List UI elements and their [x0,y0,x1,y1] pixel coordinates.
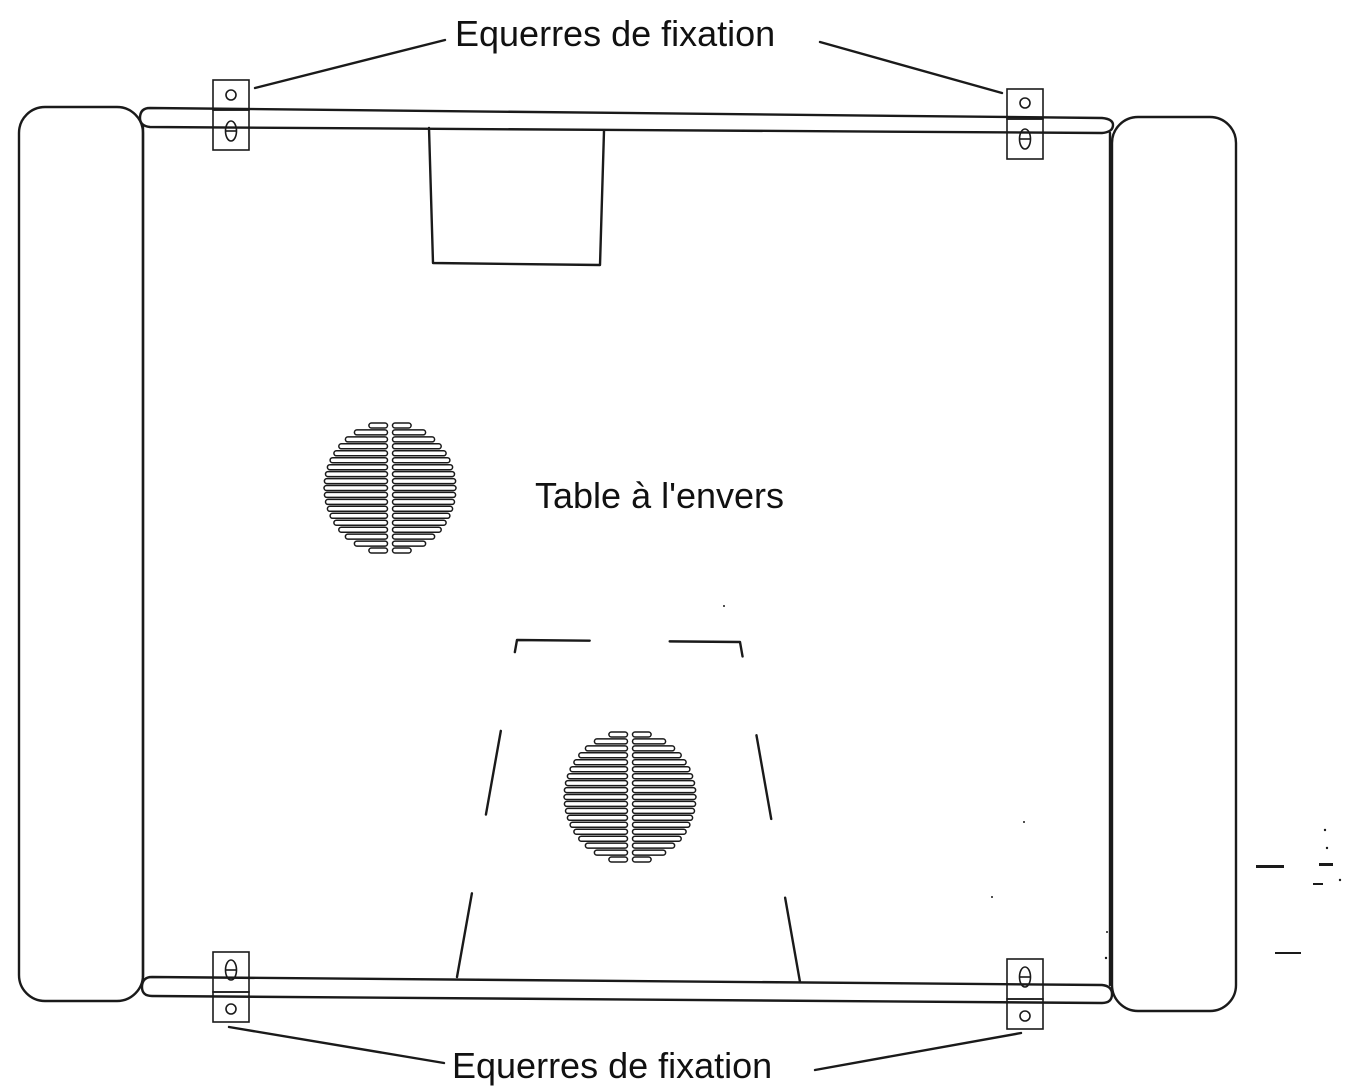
vent-slot [324,498,389,506]
vent-slot [578,835,629,842]
vent-slot [566,814,629,822]
top-cutout [427,126,606,267]
vent-slot [593,849,629,856]
left-leg [17,105,145,1003]
vent-slot [368,547,389,554]
vent-slot [391,456,451,464]
vent-slot [391,540,427,547]
bracket-top-left [212,79,250,151]
vent-slot [631,856,652,863]
leader-line-bottom-left [227,1025,446,1065]
vent-slot [631,779,696,787]
vent-slot [391,422,412,429]
vent-slot [573,828,629,835]
vent-slot [631,849,667,856]
vent-slot [608,856,629,863]
dashed-outline [455,638,802,984]
vent-slot [333,450,389,457]
top-rail [138,106,1115,135]
vent-slot [631,800,697,808]
vent-slot [631,807,696,815]
vent-slot [326,463,389,471]
vent-slot [631,738,667,745]
vent-slot [338,443,389,450]
vent-slot [391,533,436,540]
vent-slot [323,477,389,485]
vent-slot [391,498,456,506]
vent-slot [631,772,694,780]
vent-slot [631,745,676,752]
label-center: Table à l'envers [535,475,784,516]
vent-slot [631,786,697,794]
vent-slot [391,505,454,513]
vent-slot [329,512,389,520]
vent-slot [391,519,447,526]
vent-slot [584,745,629,752]
vent-slot [326,505,389,513]
vent-slot [593,738,629,745]
label-bottom-brackets: Equerres de fixation [452,1045,772,1086]
leader-line-top-right [818,40,1004,95]
vent-slot [333,519,389,526]
vent-slot [368,422,389,429]
vent-slot [631,835,682,842]
vent-slot [631,731,652,738]
leader-line-bottom-right [813,1031,1023,1072]
vent-grille-left [323,422,457,554]
vent-slot [323,491,389,499]
vent-slot [569,765,629,773]
right-leg [1110,115,1238,1013]
vent-slot [563,793,629,801]
vent-slot [391,429,427,436]
vent-slot [631,842,676,849]
leader-line-top-left [253,38,447,90]
bottom-rail [140,975,1114,1005]
vent-slot [391,443,442,450]
vent-slot [391,512,451,520]
vent-slot [631,828,687,835]
vent-slot [391,484,457,492]
vent-slot [391,526,442,533]
vent-slot [353,429,389,436]
vent-slot [391,491,457,499]
scan-marks [723,605,1342,960]
vent-slot [391,463,454,471]
vent-slot [631,765,691,773]
vent-slot [344,436,389,443]
vent-slot [563,786,629,794]
vent-slot [631,821,691,829]
vent-slot [323,484,389,492]
vent-slot [631,752,682,759]
vent-slot [344,533,389,540]
bracket-bottom-right [1006,958,1044,1030]
vent-slot [584,842,629,849]
vent-slot [631,814,694,822]
vent-slot [631,793,697,801]
vent-slot [391,450,447,457]
bracket-top-right [1006,88,1044,160]
vent-slot [324,470,389,478]
vent-grille-center [563,731,697,863]
vent-slot [391,436,436,443]
vent-slot [564,807,629,815]
vent-slot [578,752,629,759]
vent-slot [391,470,456,478]
vent-slot [563,800,629,808]
vent-slot [353,540,389,547]
vent-slot [608,731,629,738]
vent-slot [566,772,629,780]
vent-slot [564,779,629,787]
vent-slot [631,759,687,766]
bracket-bottom-left [212,951,250,1023]
vent-slot [573,759,629,766]
vent-slot [569,821,629,829]
vent-slot [391,477,457,485]
label-top-brackets: Equerres de fixation [455,13,775,54]
vent-slot [329,456,389,464]
vent-slot [391,547,412,554]
vent-slot [338,526,389,533]
